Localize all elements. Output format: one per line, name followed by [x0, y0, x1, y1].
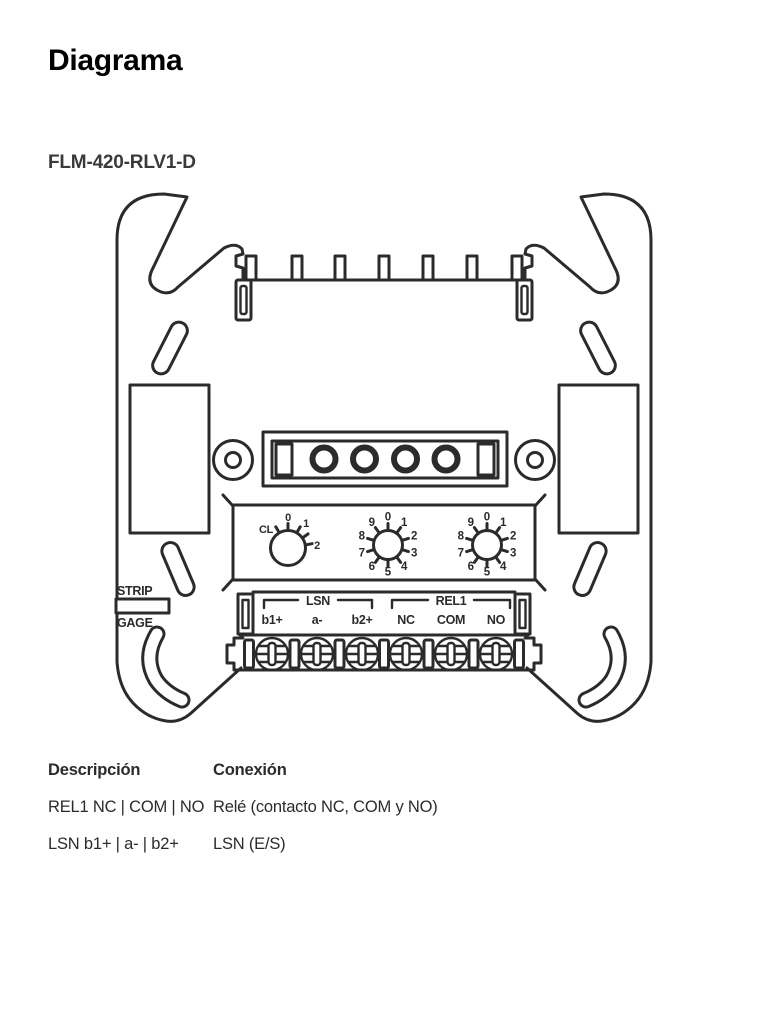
rotary-digit: 7: [458, 548, 464, 560]
rotary-digit: 8: [359, 531, 366, 543]
rotary-digit: 1: [401, 517, 408, 529]
terminal-label-a: a-: [312, 613, 323, 627]
table-cell-descripcion: LSN b1+ | a- | b2+: [48, 835, 179, 853]
led-icon: [309, 444, 339, 474]
led-window: [212, 430, 556, 488]
side-panel-left: [128, 383, 211, 535]
mount-screw-left-icon: [212, 439, 254, 481]
table-cell-conexion: LSN (E/S): [213, 835, 286, 853]
table-cell-descripcion: REL1 NC | COM | NO: [48, 798, 205, 816]
page-title: Diagrama: [48, 44, 183, 77]
device-body-outline-right: [523, 192, 653, 723]
corner-slot-bottom-right: [572, 541, 608, 597]
strip-gage-gauge: STRIP GAGE: [114, 584, 171, 630]
cl-mode-switch: CL 0 1 2: [259, 512, 320, 567]
led-icon: [431, 444, 461, 474]
corner-slot-top-left: [151, 320, 189, 376]
corner-hook-bottom-right: [577, 625, 627, 709]
cl-label: CL: [259, 524, 274, 536]
column-header-conexion: Conexión: [213, 761, 287, 779]
mount-screw-right-icon: [514, 439, 556, 481]
cl-pos-1: 1: [303, 518, 309, 530]
rotary-digit: 4: [401, 561, 408, 573]
description-table: Descripción Conexión REL1 NC | COM | NO …: [48, 758, 720, 856]
rotary-digit: 0: [484, 512, 490, 524]
gage-label: GAGE: [117, 616, 153, 630]
corner-slot-bottom-left: [160, 541, 196, 597]
led-icon: [391, 444, 420, 474]
rotary-digit: 8: [458, 531, 465, 543]
rotary-digit: 2: [411, 531, 417, 543]
side-panel-right: [557, 383, 640, 535]
model-title: FLM-420-RLV1-D: [48, 152, 196, 173]
terminal-label-com: COM: [437, 613, 465, 627]
rotary-digit: 5: [385, 567, 392, 579]
top-connector: [234, 254, 534, 322]
led-icon: [350, 444, 379, 474]
rotary-digit: 7: [359, 548, 365, 560]
column-header-descripcion: Descripción: [48, 761, 141, 779]
rotary-digit: 6: [468, 561, 474, 573]
corner-hook-bottom-left: [141, 625, 191, 709]
rel1-bracket: [390, 598, 512, 610]
lsn-bracket: [262, 598, 374, 610]
cl-pos-0: 0: [285, 512, 291, 524]
rotary-digit: 4: [500, 561, 507, 573]
rotary-digit: 5: [484, 567, 491, 579]
strip-label: STRIP: [117, 584, 152, 598]
rel1-group-label: REL1: [436, 594, 467, 608]
rotary-digit: 9: [468, 517, 474, 529]
rotary-digit: 9: [369, 517, 375, 529]
corner-slot-top-right: [579, 320, 617, 376]
cl-pos-2: 2: [314, 540, 320, 552]
terminal-label-no: NO: [487, 613, 506, 627]
lsn-group-label: LSN: [306, 594, 330, 608]
rotary-digit: 3: [510, 548, 516, 560]
rotary-digit: 0: [385, 512, 391, 524]
terminal-label-nc: NC: [397, 613, 415, 627]
rotary-digit: 3: [411, 548, 417, 560]
table-cell-conexion: Relé (contacto NC, COM y NO): [213, 798, 438, 816]
terminal-block: LSN REL1 b1+ a- b2+ NC COM NO: [225, 590, 543, 672]
rotary-digit: 1: [500, 517, 507, 529]
terminal-label-b2: b2+: [352, 613, 373, 627]
device-body-outline-left: [115, 192, 245, 723]
rotary-digit: 6: [369, 561, 375, 573]
terminal-label-b1: b1+: [262, 613, 283, 627]
rotary-digit: 2: [510, 531, 516, 543]
